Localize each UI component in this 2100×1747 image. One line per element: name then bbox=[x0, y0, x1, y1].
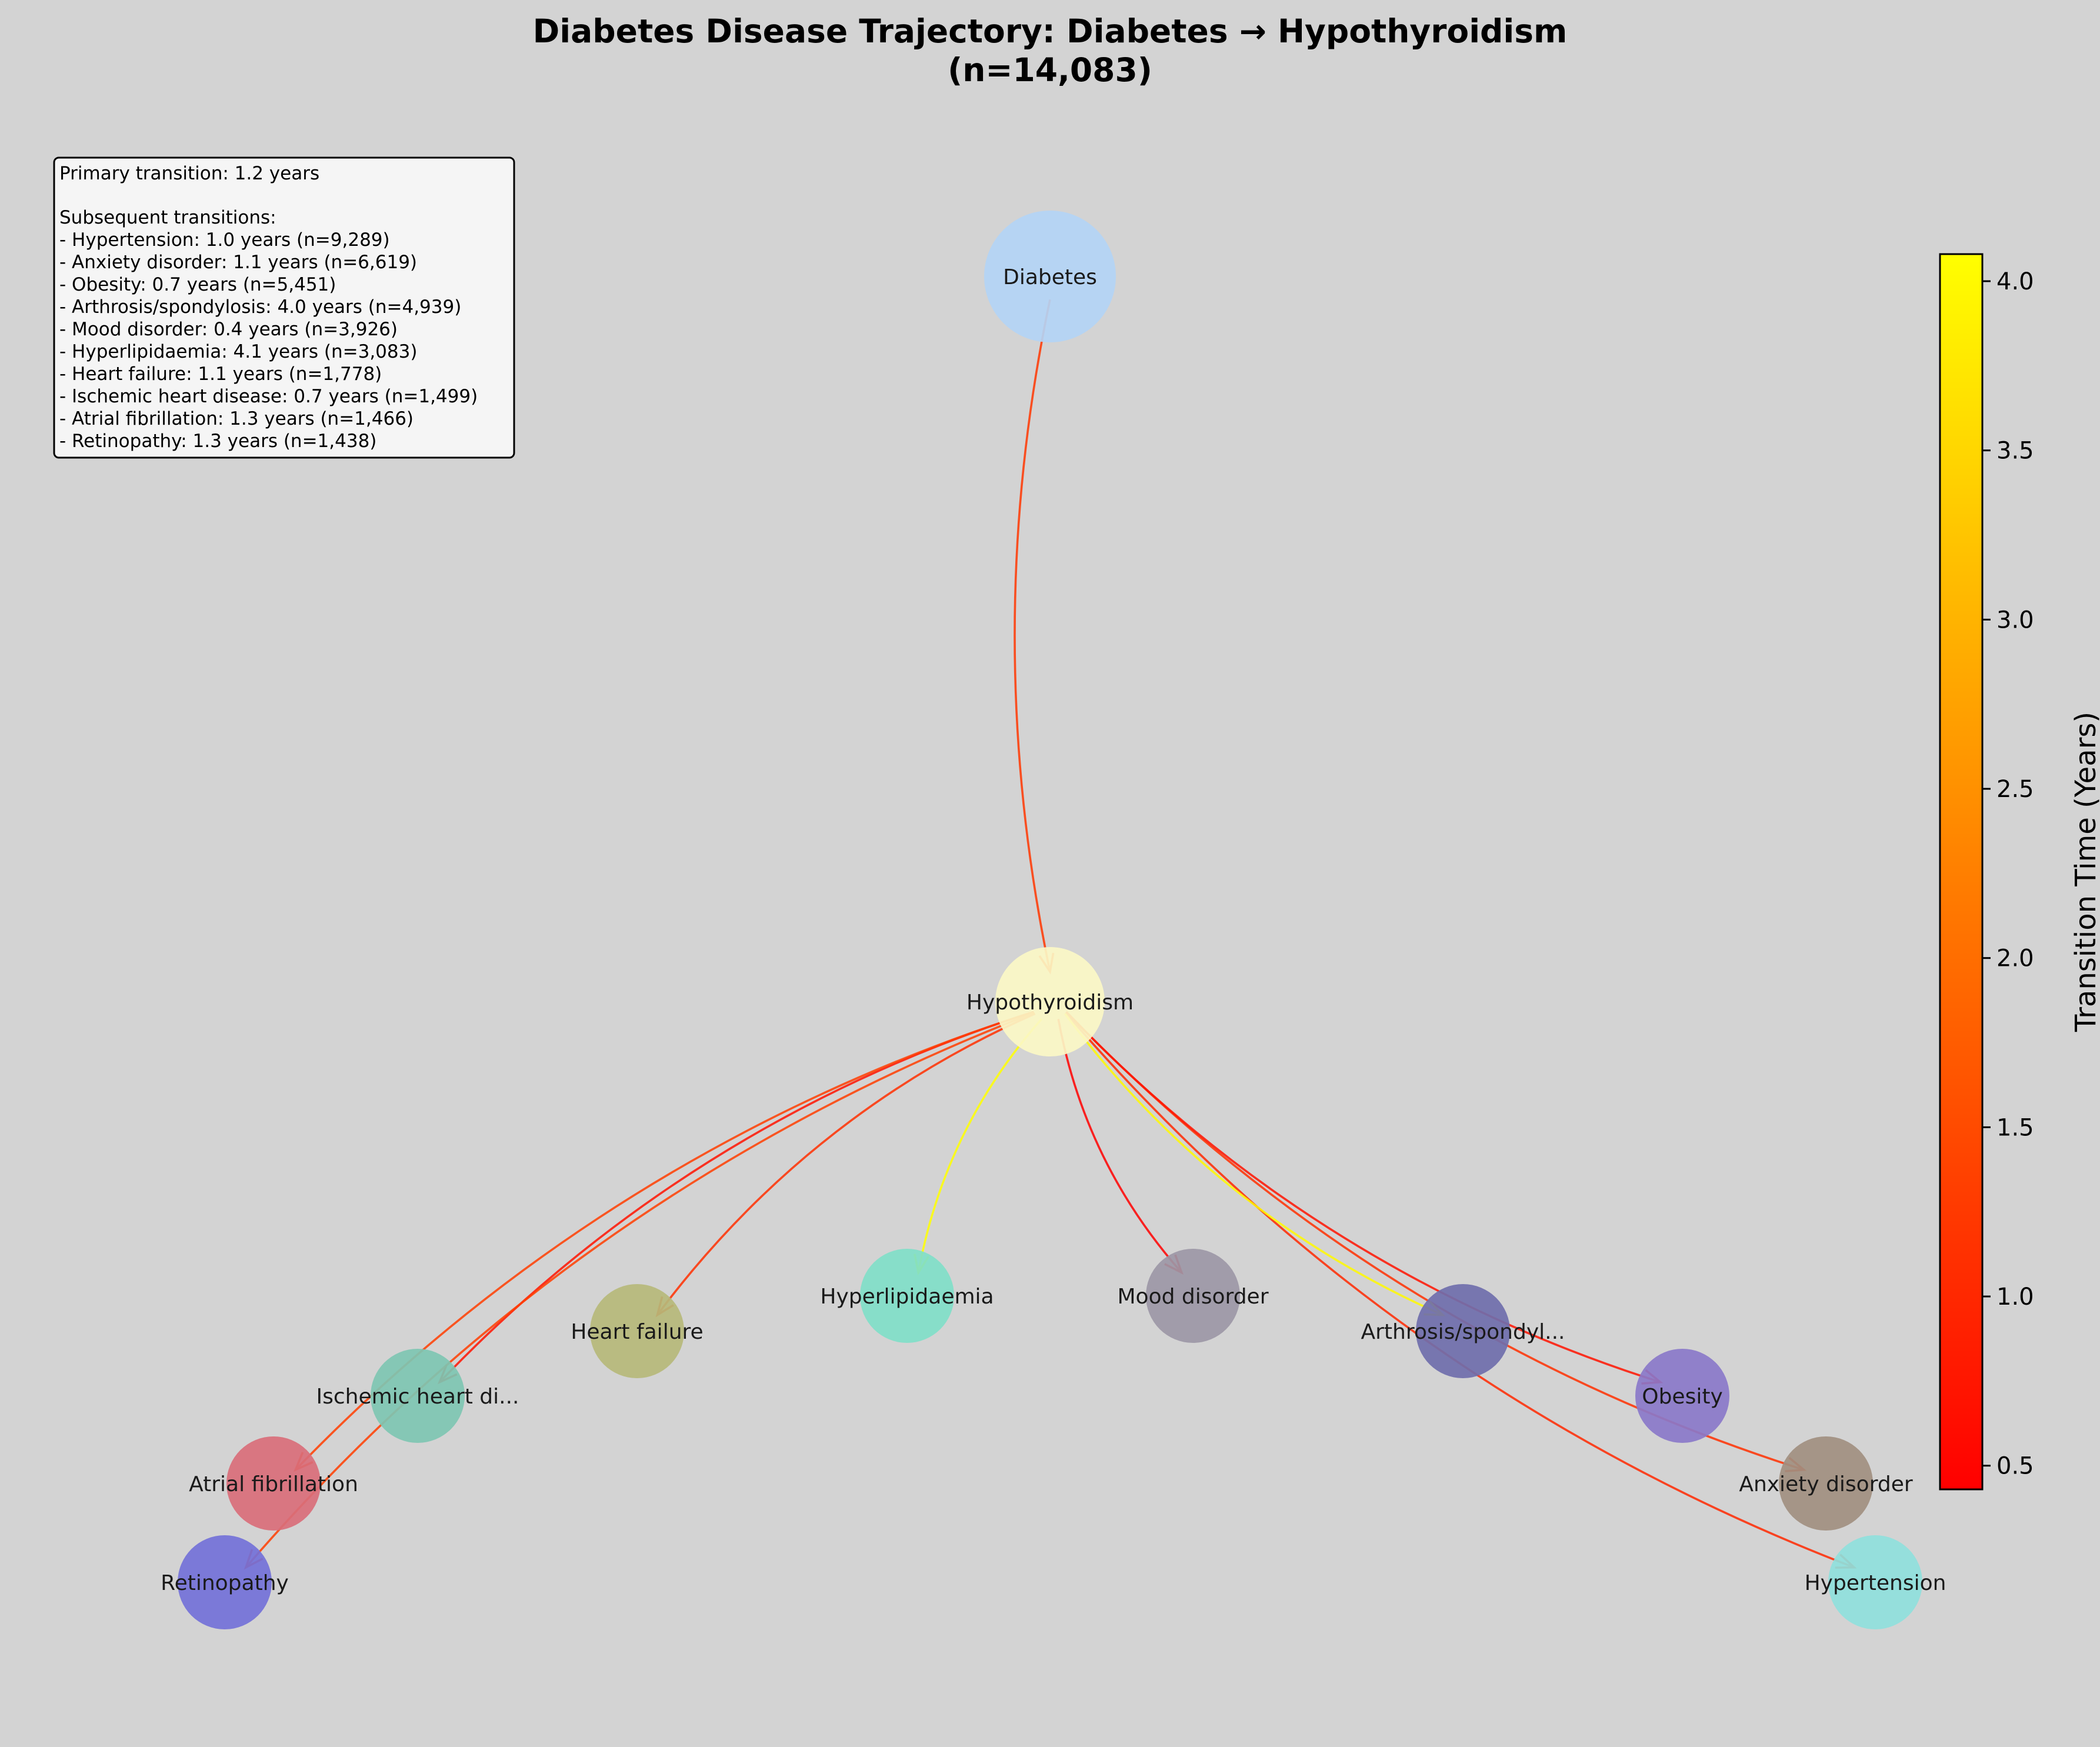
node-retinopathy: Retinopathy bbox=[161, 1535, 289, 1629]
info-line: - Mood disorder: 0.4 years (n=3,926) bbox=[59, 319, 398, 340]
node-circle bbox=[995, 947, 1105, 1056]
node-mood: Mood disorder bbox=[1117, 1249, 1269, 1343]
node-label: Obesity bbox=[1642, 1385, 1723, 1409]
node-arthrosis: Arthrosis/spondyl... bbox=[1361, 1284, 1565, 1378]
node-atrial: Atrial fibrillation bbox=[189, 1436, 358, 1531]
colorbar-tick-label: 2.5 bbox=[1996, 776, 2034, 803]
node-label: Hypertension bbox=[1805, 1571, 1946, 1595]
colorbar-tick-label: 1.0 bbox=[1996, 1283, 2034, 1311]
info-line: - Hyperlipidaemia: 4.1 years (n=3,083) bbox=[59, 341, 417, 362]
node-label: Hyperlipidaemia bbox=[820, 1285, 994, 1309]
node-hyperlipidaemia: Hyperlipidaemia bbox=[820, 1249, 994, 1343]
node-label: Hypothyroidism bbox=[966, 991, 1134, 1015]
edge-hypothyroidism-to-obesity bbox=[1065, 1011, 1661, 1383]
node-circle bbox=[371, 1349, 465, 1443]
colorbar-tick-label: 3.5 bbox=[1996, 438, 2034, 465]
colorbar-tick-label: 2.0 bbox=[1996, 945, 2034, 972]
node-label: Ischemic heart di... bbox=[316, 1385, 519, 1409]
node-circle bbox=[860, 1249, 954, 1343]
edge-diabetes-to-hypothyroidism bbox=[1014, 299, 1051, 972]
node-label: Retinopathy bbox=[161, 1571, 289, 1595]
figure-title-line1: Diabetes Disease Trajectory: Diabetes → … bbox=[533, 12, 1568, 50]
node-circle bbox=[1635, 1349, 1729, 1443]
colorbar-tick-label: 1.5 bbox=[1996, 1114, 2034, 1141]
info-box: Primary transition: 1.2 years Subsequent… bbox=[53, 156, 515, 459]
node-hypertension: Hypertension bbox=[1805, 1535, 1946, 1629]
colorbar: 0.5 1.0 1.5 2.0 2.5 3.0 3.5 4.0 Transition Time… bbox=[1939, 253, 2100, 1491]
info-primary: Primary transition: 1.2 years bbox=[59, 163, 319, 184]
edge-hypothyroidism-to-retinopathy bbox=[245, 1012, 1035, 1568]
colorbar-tick-label: 4.0 bbox=[1996, 268, 2034, 295]
node-ischemic: Ischemic heart di... bbox=[316, 1349, 519, 1443]
node-label: Arthrosis/spondyl... bbox=[1361, 1320, 1565, 1344]
colorbar-tick-label: 0.5 bbox=[1996, 1453, 2034, 1480]
info-line: - Atrial fibrillation: 1.3 years (n=1,46… bbox=[59, 408, 414, 429]
info-line: - Anxiety disorder: 1.1 years (n=6,619) bbox=[59, 252, 417, 273]
node-label: Heart failure bbox=[571, 1320, 703, 1344]
edges-layer bbox=[244, 299, 1857, 1570]
colorbar-label: Transition Time (Years) bbox=[2069, 712, 2100, 1032]
info-line: - Arthrosis/spondylosis: 4.0 years (n=4,… bbox=[59, 296, 461, 318]
edge-hypothyroidism-to-hyperlipidaemia bbox=[917, 1018, 1043, 1273]
info-box-frame bbox=[53, 156, 515, 459]
node-circle bbox=[226, 1436, 321, 1531]
node-circle bbox=[590, 1284, 684, 1378]
info-line: - Ischemic heart disease: 0.7 years (n=1… bbox=[59, 386, 478, 407]
node-anxiety: Anxiety disorder bbox=[1739, 1436, 1913, 1531]
edge-hypothyroidism-to-heart_failure bbox=[656, 1012, 1036, 1316]
node-circle bbox=[1828, 1535, 1922, 1629]
node-label: Anxiety disorder bbox=[1739, 1472, 1913, 1496]
figure-title-line2: (n=14,083) bbox=[948, 51, 1152, 89]
node-label: Mood disorder bbox=[1117, 1285, 1268, 1309]
node-circle bbox=[178, 1535, 272, 1629]
node-circle bbox=[1416, 1284, 1510, 1378]
info-line: - Obesity: 0.7 years (n=5,451) bbox=[59, 274, 336, 295]
info-line: - Retinopathy: 1.3 years (n=1,438) bbox=[59, 431, 376, 452]
colorbar-ticks: 0.5 1.0 1.5 2.0 2.5 3.0 3.5 4.0 bbox=[1982, 268, 2034, 1480]
node-label: Atrial fibrillation bbox=[189, 1472, 358, 1496]
colorbar-tick-label: 3.0 bbox=[1996, 606, 2034, 634]
node-diabetes: Diabetes bbox=[984, 211, 1116, 342]
node-label: Diabetes bbox=[1003, 265, 1097, 289]
node-circle bbox=[1779, 1436, 1873, 1531]
edge-hypothyroidism-to-ischemic bbox=[439, 1011, 1034, 1383]
node-hypothyroidism: Hypothyroidism bbox=[966, 947, 1134, 1056]
edge-hypothyroidism-to-mood bbox=[1057, 1018, 1183, 1273]
node-circle bbox=[984, 211, 1116, 342]
info-line: - Hypertension: 1.0 years (n=9,289) bbox=[59, 229, 390, 251]
info-line: - Heart failure: 1.1 years (n=1,778) bbox=[59, 364, 382, 385]
info-subsequent-header: Subsequent transitions: bbox=[59, 207, 276, 228]
node-circle bbox=[1146, 1249, 1240, 1343]
edge-hypothyroidism-to-arthrosis bbox=[1064, 1013, 1444, 1316]
colorbar-gradient bbox=[1939, 253, 1984, 1491]
node-heart_failure: Heart failure bbox=[571, 1284, 704, 1378]
node-obesity: Obesity bbox=[1635, 1349, 1729, 1443]
